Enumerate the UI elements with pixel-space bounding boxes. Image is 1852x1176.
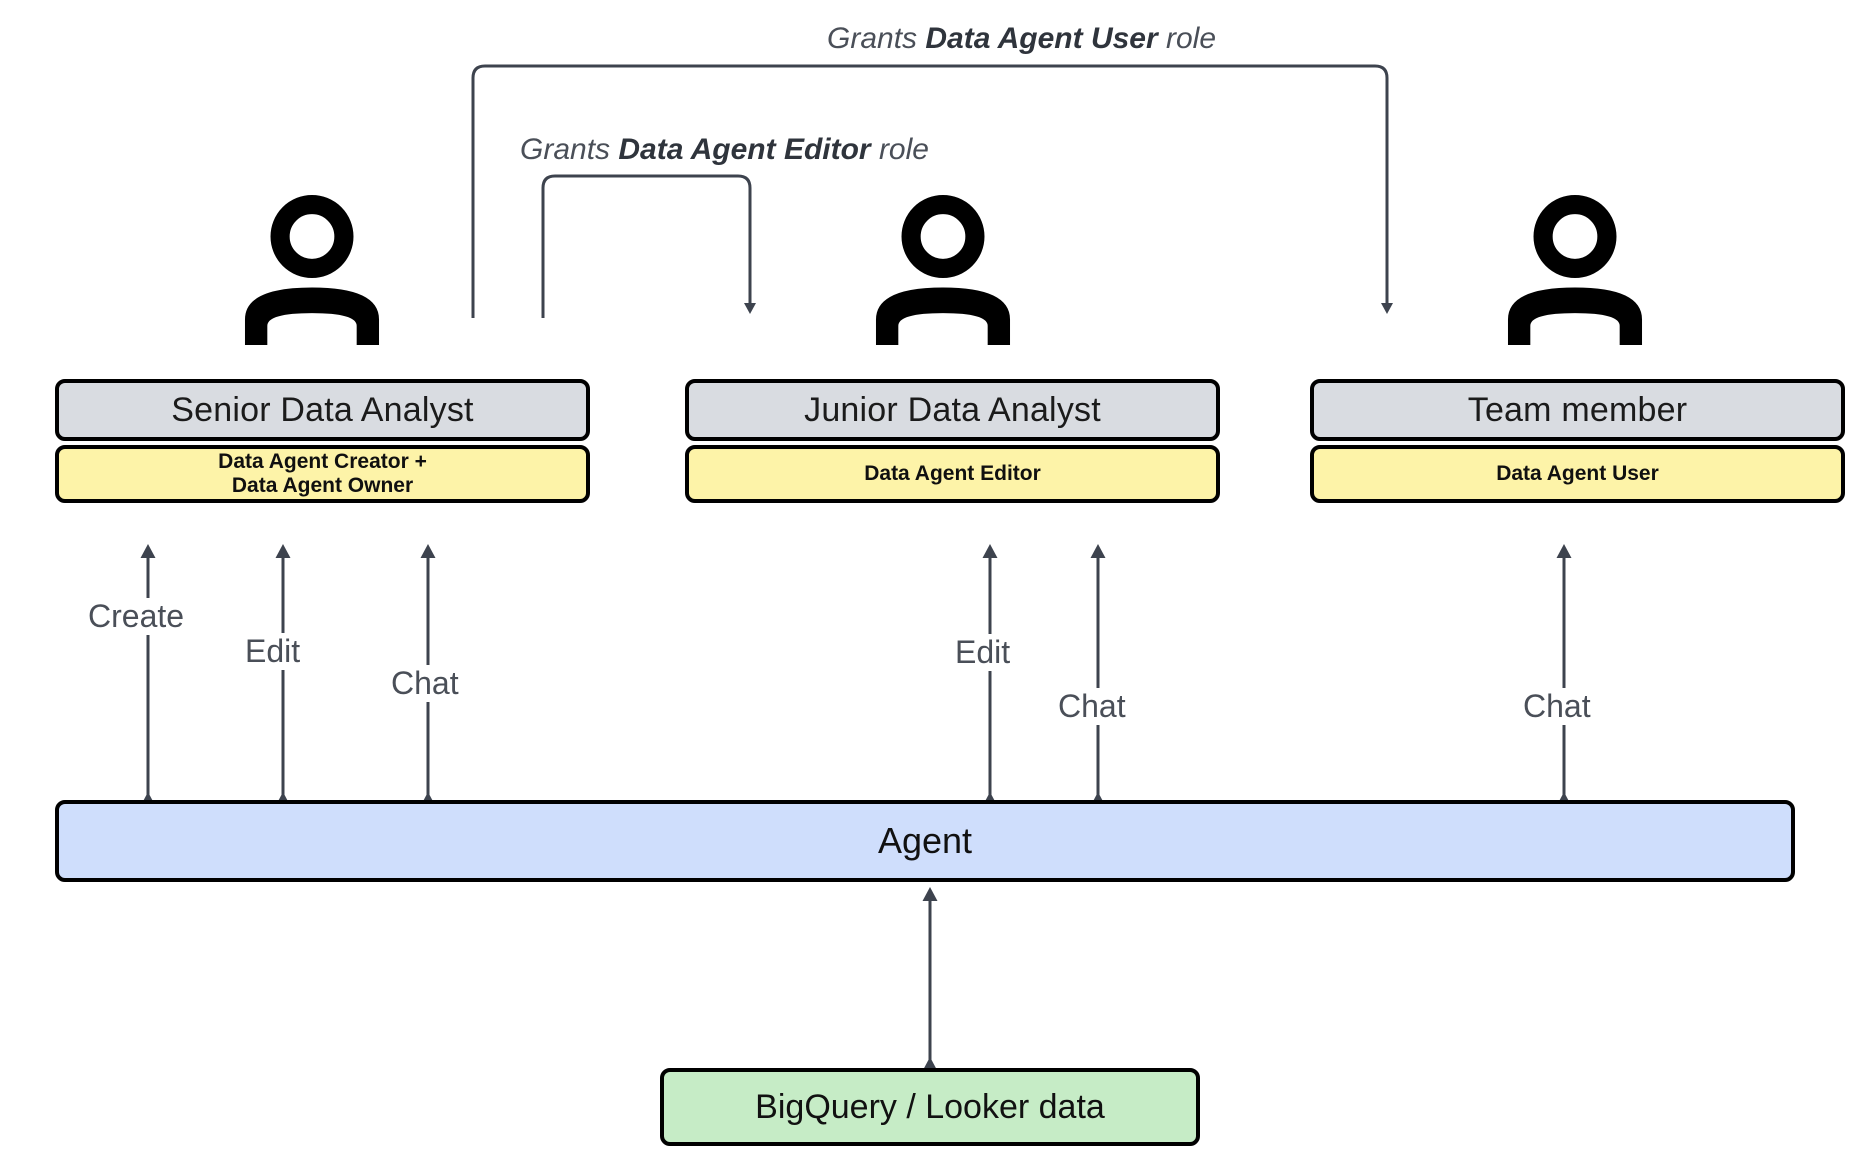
node-junior-data-analyst[interactable]: Junior Data Analyst Data Agent Editor <box>685 379 1220 503</box>
grant-suffix: role <box>1157 22 1217 55</box>
edge-label-chat-junior: Chat <box>1053 688 1131 725</box>
grant-role: Data Agent User <box>925 22 1158 55</box>
permission-badge-team-member: Data Agent User <box>1310 445 1845 503</box>
permission-line: Data Agent User <box>1496 461 1659 485</box>
edge-label-chat-senior: Chat <box>386 665 464 702</box>
data-source-box[interactable]: BigQuery / Looker data <box>660 1068 1200 1146</box>
node-senior-data-analyst[interactable]: Senior Data Analyst Data Agent Creator +… <box>55 379 590 503</box>
person-icon <box>1507 195 1643 345</box>
edge-label-edit-senior: Edit <box>240 633 306 670</box>
person-icon <box>875 195 1011 345</box>
node-team-member[interactable]: Team member Data Agent User <box>1310 379 1845 503</box>
role-title-senior-data-analyst: Senior Data Analyst <box>55 379 590 441</box>
connector-grants-editor <box>541 174 756 318</box>
permission-badge-junior-data-analyst: Data Agent Editor <box>685 445 1220 503</box>
permission-line: Data Agent Creator + <box>218 449 427 473</box>
edge-label-edit-junior: Edit <box>950 634 1016 671</box>
permission-line: Data Agent Editor <box>864 461 1041 485</box>
grant-role: Data Agent Editor <box>618 133 871 166</box>
permission-line: Data Agent Owner <box>231 474 414 497</box>
role-title-team-member: Team member <box>1310 379 1845 441</box>
role-title-junior-data-analyst: Junior Data Analyst <box>685 379 1220 441</box>
grant-prefix: Grants <box>520 133 619 166</box>
grant-suffix: role <box>870 133 929 166</box>
grant-prefix: Grants <box>827 22 926 55</box>
permission-badge-senior-data-analyst: Data Agent Creator + Data Agent Owner <box>55 445 590 503</box>
agent-bar[interactable]: Agent <box>55 800 1795 882</box>
person-icon <box>244 195 380 345</box>
edge-label-chat-team: Chat <box>1518 688 1596 725</box>
grant-label-editor: Grants Data Agent Editor role <box>520 133 929 167</box>
grant-label-user: Grants Data Agent User role <box>827 22 1216 56</box>
edge-label-create: Create <box>83 598 190 635</box>
